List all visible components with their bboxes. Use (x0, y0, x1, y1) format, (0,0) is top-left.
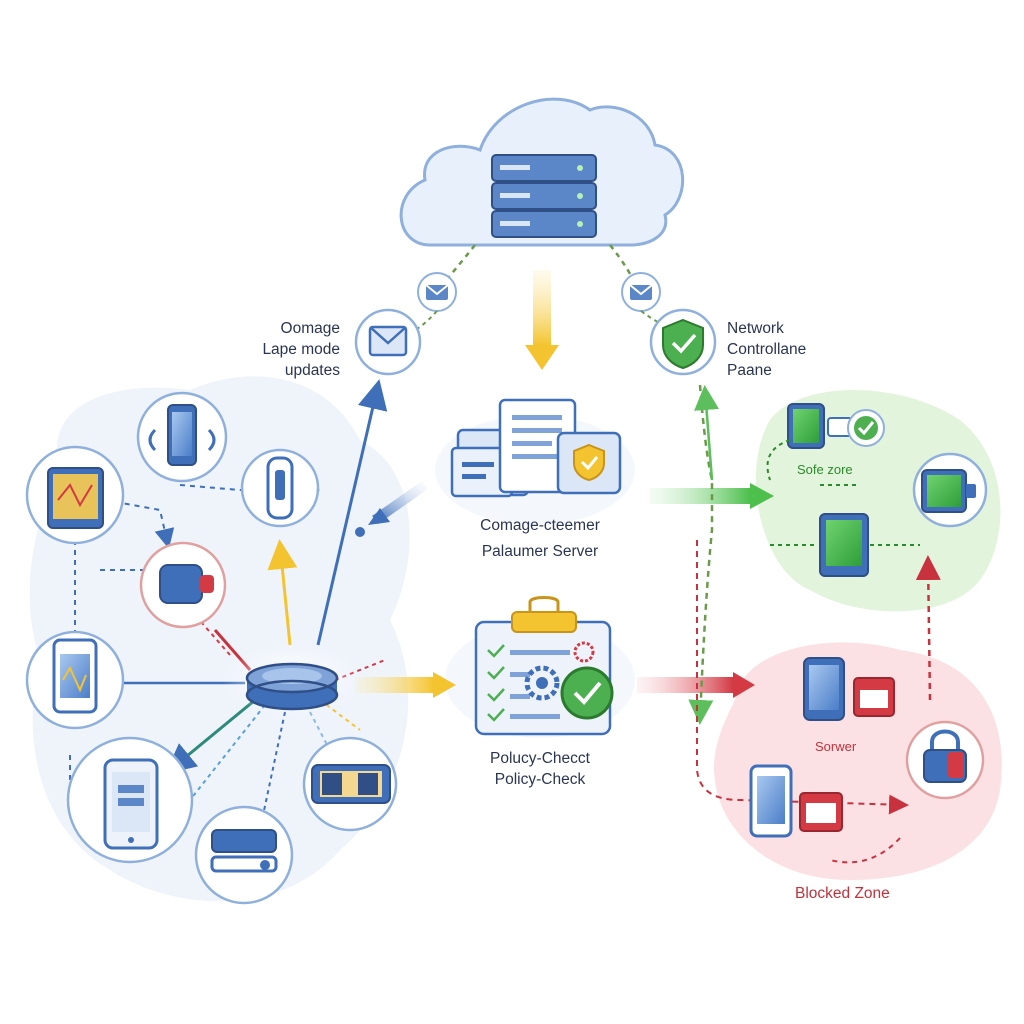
usb-key-icon (827, 409, 885, 447)
mail-icon (417, 272, 457, 312)
tablet-icon (302, 736, 398, 832)
yellow-flow-down (533, 270, 551, 345)
label-line: updates (284, 362, 340, 379)
yellow-flow-right (355, 677, 433, 693)
tablet-icon (25, 445, 125, 545)
mail-icon (354, 308, 422, 376)
padlock-icon (139, 541, 227, 629)
label-line: Comage-cteemer (480, 517, 600, 534)
router-hub-icon (222, 645, 362, 715)
label-line: Network (727, 320, 784, 337)
policy-check-label: Polucy-Checct Policy-Check (440, 748, 640, 790)
router-hub-icon (194, 805, 294, 905)
label-line: Oomage (280, 320, 340, 337)
label-line: Policy-Check (494, 771, 586, 788)
network-control-plane-label: Network Controllane Paane (727, 318, 867, 381)
mail-icon (621, 272, 661, 312)
config-server-label: Comage-cteemer Palaumer Server (430, 515, 650, 562)
document-icon (799, 792, 843, 832)
shield-check-icon (649, 308, 717, 376)
smartphone-icon (136, 391, 228, 483)
smartphone-icon (787, 403, 825, 449)
gear-icon (524, 641, 595, 701)
smartphone-icon (25, 630, 125, 730)
usb-key-icon (240, 448, 320, 528)
safe-zone-label: Sofe zore (797, 462, 853, 477)
blocked-zone-label: Blocked Zone (795, 885, 890, 902)
shield-check-icon (560, 666, 614, 720)
label-line: Lape mode (262, 341, 340, 358)
red-flow-right (637, 677, 733, 693)
server-rack-icon (491, 154, 597, 238)
label-line: Polucy-Checct (490, 750, 590, 767)
tablet-icon (819, 513, 869, 577)
green-flow-right (650, 488, 750, 504)
smartphone-icon (803, 657, 845, 721)
document-icon (853, 677, 895, 717)
tablet-icon (912, 452, 988, 528)
document-icon (435, 398, 635, 525)
updates-label: Oomage Lape mode updates (220, 318, 340, 381)
label-line: Controllane (727, 341, 807, 358)
smartphone-icon (66, 736, 194, 864)
blocked-inner-label: Sorwer (815, 739, 857, 754)
label-line: Paane (727, 362, 772, 379)
label-line: Palaumer Server (481, 543, 599, 560)
smartphone-icon (749, 764, 793, 838)
padlock-icon (905, 720, 985, 800)
